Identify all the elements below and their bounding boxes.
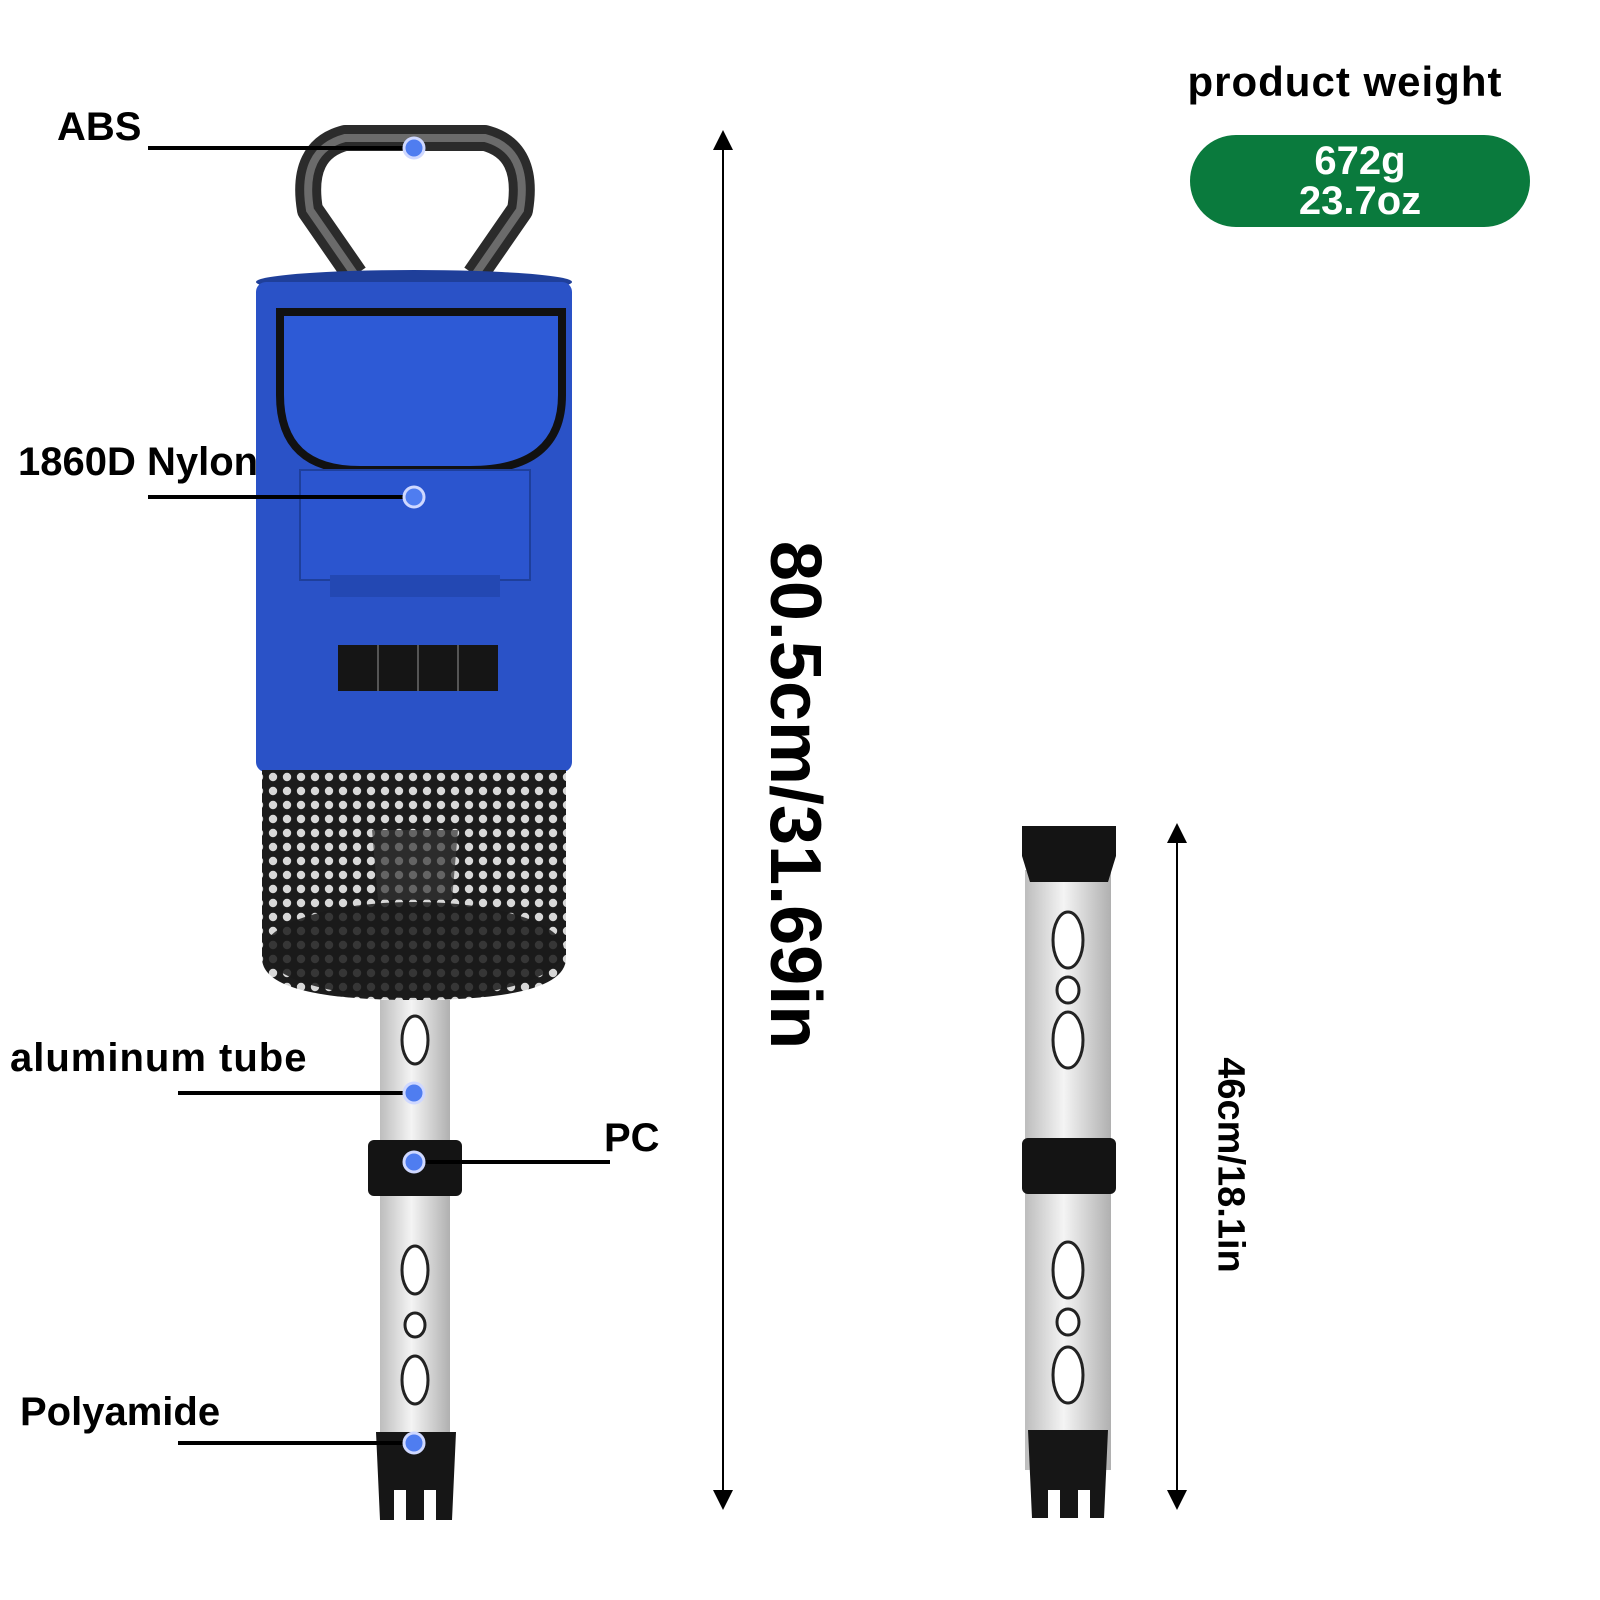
label-pc: PC <box>604 1116 660 1160</box>
label-abs: ABS <box>57 105 142 149</box>
weight-title: product weight <box>1187 58 1503 105</box>
spare-tube-icon <box>1022 826 1116 1518</box>
label-aluminum-tube: aluminum tube <box>10 1036 308 1080</box>
tube-dimension-arrow-icon <box>1167 823 1187 1510</box>
label-polyamide: Polyamide <box>20 1390 221 1434</box>
tube-length-label: 46cm/18.1in <box>1209 1057 1252 1273</box>
weight-grams: 672g <box>1314 139 1406 183</box>
callout-lines <box>148 136 610 1455</box>
mesh-basket-icon <box>262 770 566 1000</box>
tube-icon <box>368 1000 462 1520</box>
weight-ounces: 23.7oz <box>1298 179 1422 223</box>
label-nylon: 1860D Nylon <box>18 440 259 484</box>
full-length-label: 80.5cm/31.69in <box>755 540 835 1050</box>
dimension-arrow-icon <box>713 130 733 1510</box>
bag-icon <box>256 270 572 772</box>
weight-badge: 672g 23.7oz <box>1190 135 1530 227</box>
